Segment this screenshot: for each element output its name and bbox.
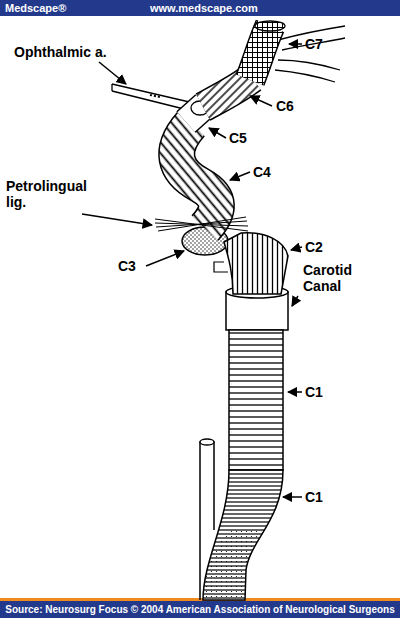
callout-number: C6 <box>276 98 294 114</box>
part-label: Ophthalmic a. <box>14 44 134 60</box>
header-url: www.medscape.com <box>150 0 258 16</box>
callout-number: C3 <box>118 258 136 274</box>
part-label: Petrolingual lig. <box>6 178 102 210</box>
callout-number: C7 <box>305 36 323 52</box>
callout-number: C4 <box>253 164 271 180</box>
callout-number: C1 <box>305 489 323 505</box>
header-brand: Medscape® <box>5 0 66 16</box>
callout-number: C2 <box>305 239 323 255</box>
callout-number: C1 <box>305 384 323 400</box>
part-label: Carotid Canal <box>303 262 373 294</box>
callout-number: C5 <box>229 130 247 146</box>
source-caption: Source: Neurosurg Focus © 2004 American … <box>0 601 400 618</box>
